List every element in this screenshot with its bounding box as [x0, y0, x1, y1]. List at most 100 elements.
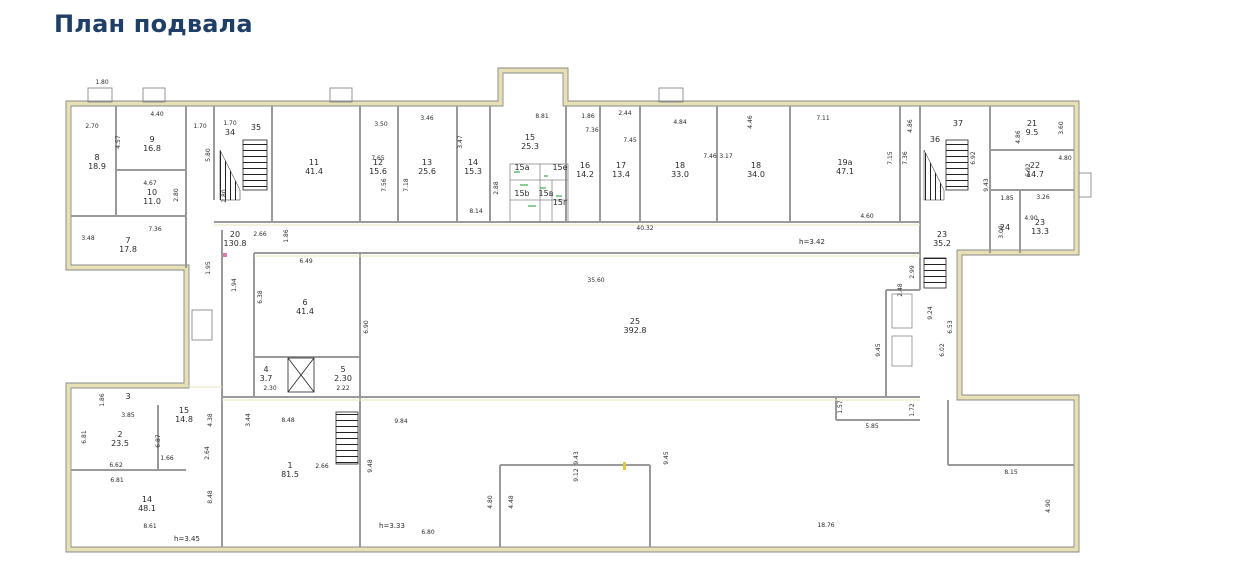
room-area: 25.3: [521, 142, 539, 151]
room-number: 2: [117, 430, 122, 439]
room-number: 25: [630, 317, 640, 326]
stair-36-ramp: [923, 149, 945, 201]
room-number: 11: [309, 158, 319, 167]
room-area: 35.2: [933, 239, 951, 248]
room-number: 15: [525, 133, 535, 142]
room-area: 25.6: [418, 167, 436, 176]
dimension-label: 3.85: [121, 412, 135, 419]
dimension-label: 3.09: [998, 225, 1005, 239]
dimension-label: 6.81: [81, 430, 88, 444]
dimension-label: 6.92: [970, 151, 977, 165]
dimension-label: 7.36: [902, 151, 909, 165]
dimension-label: 3.46: [420, 115, 434, 122]
dimension-label: 1.66: [160, 455, 174, 462]
room-label: 717.8: [119, 236, 137, 254]
dimension-label: 6.80: [421, 529, 435, 536]
dimension-label: 1.86: [581, 113, 595, 120]
room-number: 37: [953, 119, 963, 128]
room-number: 18: [751, 161, 761, 170]
dimension-label: 4.86: [1015, 130, 1022, 144]
room-number: 6: [302, 298, 307, 307]
dimension-label: 2.64: [204, 446, 211, 460]
room-label: 36: [930, 135, 940, 144]
room-label: 43.7: [260, 365, 273, 383]
room-number: 23: [937, 230, 947, 239]
dimension-label: 8.61: [143, 523, 157, 530]
room-label: 15a: [514, 163, 529, 172]
dimension-label: 1.94: [231, 278, 238, 292]
room-number: 14: [142, 495, 152, 504]
dimension-label: 2.66: [253, 231, 267, 238]
room-area: 14.7: [1026, 170, 1044, 179]
dimension-label: 4.40: [150, 111, 164, 118]
room-label: 37: [953, 119, 963, 128]
dimension-label: 7.18: [403, 178, 410, 192]
room-label: 24: [1000, 223, 1010, 232]
room-number: 21: [1027, 119, 1037, 128]
room-label: 3: [125, 392, 130, 401]
room-number: 4: [263, 365, 268, 374]
outer-wall-edges: [65, 67, 1080, 553]
dimension-label: 3.26: [1036, 194, 1050, 201]
room-label: 34: [225, 128, 235, 137]
dimension-label: 6.49: [299, 258, 313, 265]
stair-37: [945, 139, 969, 191]
stair-34: [242, 139, 268, 191]
dimension-label: 5.85: [865, 423, 879, 430]
room-number: 36: [930, 135, 940, 144]
dimension-label: 4.80: [1058, 155, 1072, 162]
room-area: 41.4: [305, 167, 323, 176]
room-number: 15b: [514, 189, 529, 198]
dimension-label: 35.60: [587, 277, 604, 284]
dimension-label: 6.38: [257, 290, 264, 304]
room-area: 48.1: [138, 504, 156, 513]
room-number: 15: [179, 406, 189, 415]
dimension-label: 3.17: [719, 153, 733, 160]
dimension-label: 8.14: [469, 208, 483, 215]
dimension-label: 1.85: [1000, 195, 1014, 202]
dimension-label: 1.57: [837, 400, 844, 414]
room-number: 24: [1000, 223, 1010, 232]
window-wells: [87, 87, 1092, 341]
dimension-label: 3.44: [245, 413, 252, 427]
dimension-label: 4.46: [747, 115, 754, 129]
dimension-label: 7.15: [887, 151, 894, 165]
dimension-label: 7.36: [585, 127, 599, 134]
room-number: 18: [675, 161, 685, 170]
room-number: 34: [225, 128, 235, 137]
dimension-label: 2.70: [85, 123, 99, 130]
dimension-label: 2.22: [336, 385, 350, 392]
interior-walls: [71, 106, 1074, 547]
level-mark: h=3.42: [799, 238, 825, 246]
room-number: 17: [616, 161, 626, 170]
dimension-label: 9.43: [983, 178, 990, 192]
dimension-label: 2.66: [315, 463, 329, 470]
room-area: 13.4: [612, 170, 630, 179]
dimension-label: 4.86: [907, 119, 914, 133]
room-label: 641.4: [296, 298, 314, 316]
room-label: 219.5: [1026, 119, 1039, 137]
room-area: 3.7: [260, 374, 273, 383]
dimension-label: 9.45: [663, 451, 670, 465]
dimension-label: 4.90: [1045, 499, 1052, 513]
dimension-label: 1.80: [95, 79, 109, 86]
dimension-label: 6.87: [155, 434, 162, 448]
dimension-label: 1.72: [909, 403, 916, 417]
dimension-label: 4.80: [487, 495, 494, 509]
room-area: 14.2: [576, 170, 594, 179]
dimension-label: 5.80: [205, 148, 212, 162]
dimension-label: 4.38: [207, 413, 214, 427]
room-area: 13.3: [1031, 227, 1049, 236]
dimension-label: 1.70: [223, 120, 237, 127]
